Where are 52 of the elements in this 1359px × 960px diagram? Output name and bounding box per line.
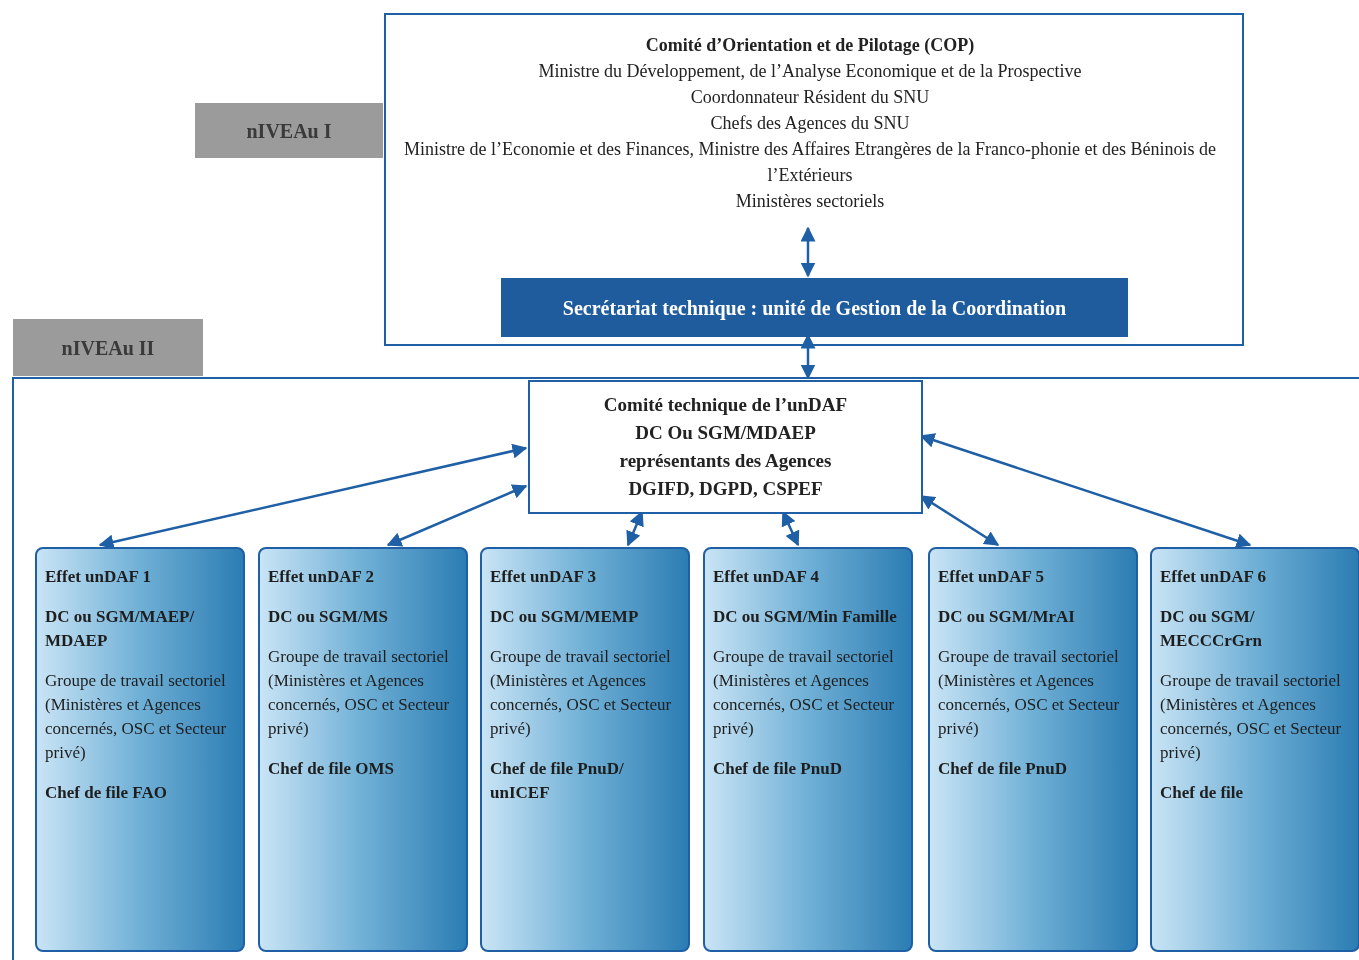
outcome-box: [703, 547, 913, 952]
outcome-box: [258, 547, 468, 952]
outcome-title: Effet unDAF 1: [45, 566, 153, 588]
secretariat-box: [501, 278, 1128, 337]
double-arrow: [386, 484, 528, 547]
lead-ministry: DC ou SGM/MS: [268, 606, 389, 628]
level-tab: [195, 103, 383, 158]
member-line: Ministre de l’Economie et des Finances, Ministre des Affaires Etrangères de la Franco-phonie et des Béninois de l’Extérieurs: [403, 138, 1217, 187]
level-label: nIVEAu I: [246, 118, 332, 144]
working-group-text: Groupe de travail sectoriel (Ministères et Agences concernés, OSC et Secteur privé): [1160, 670, 1343, 764]
outcome-box: [480, 547, 690, 952]
member-line: Chefs des Agences du SNU: [710, 112, 910, 135]
technical-committee-box: [528, 380, 923, 514]
member-line: DGIFD, DGPD, CSPEF: [628, 477, 823, 501]
lead-agency: Chef de file OMS: [268, 758, 396, 780]
level-one-frame: [384, 13, 1244, 346]
committee-title: Comité d’Orientation et de Pilotage (COP): [645, 34, 975, 57]
outcome-box: [35, 547, 245, 952]
member-line: DC Ou SGM/MDAEP: [635, 421, 816, 445]
lead-agency: Chef de file: [1160, 782, 1245, 804]
working-group-text: Groupe de travail sectoriel (Ministères et Agences concernés, OSC et Secteur privé): [938, 646, 1121, 740]
working-group-text: Groupe de travail sectoriel (Ministères et Agences concernés, OSC et Secteur privé): [490, 646, 673, 740]
secretariat-title: Secrétariat technique : unité de Gestion de la Coordination: [562, 295, 1067, 322]
double-arrow: [98, 443, 528, 550]
lead-ministry: DC ou SGM/MEMP: [490, 606, 640, 628]
outcome-title: Effet unDAF 5: [938, 566, 1046, 588]
working-group-text: Groupe de travail sectoriel (Ministères et Agences concernés, OSC et Secteur privé): [713, 646, 896, 740]
working-group-text: Groupe de travail sectoriel (Ministères et Agences concernés, OSC et Secteur privé): [268, 646, 451, 740]
outcome-title: Effet unDAF 3: [490, 566, 598, 588]
outcome-title: Effet unDAF 4: [713, 566, 821, 588]
level-tab: [13, 319, 203, 376]
committee-title: Comité technique de l’unDAF: [603, 393, 848, 417]
working-group-text: Groupe de travail sectoriel (Ministères et Agences concernés, OSC et Secteur privé): [45, 670, 228, 764]
lead-agency: Chef de file PnuD: [713, 758, 843, 780]
lead-agency: Chef de file FAO: [45, 782, 168, 804]
outcome-box: [928, 547, 1138, 952]
lead-ministry: DC ou SGM/MAEP/ MDAEP: [45, 606, 196, 652]
outcome-title: Effet unDAF 6: [1160, 566, 1268, 588]
member-line: représentants des Agences: [619, 449, 832, 473]
lead-ministry: DC ou SGM/ MECCCrGrn: [1160, 606, 1263, 652]
level-two-frame: [12, 377, 1359, 960]
member-line: Ministères sectoriels: [735, 190, 885, 213]
member-line: Coordonnateur Résident du SNU: [690, 86, 930, 109]
outcome-title: Effet unDAF 2: [268, 566, 376, 588]
lead-ministry: DC ou SGM/MrAI: [938, 606, 1076, 628]
outcome-box: [1150, 547, 1359, 952]
lead-ministry: DC ou SGM/Min Famille: [713, 606, 898, 628]
level-label: nIVEAu II: [61, 335, 155, 361]
lead-agency: Chef de file PnuD: [938, 758, 1068, 780]
double-arrow: [800, 226, 816, 278]
member-line: Ministre du Développement, de l’Analyse Economique et de la Prospective: [538, 60, 1082, 83]
lead-agency: Chef de file PnuD/ unICEF: [490, 758, 625, 804]
